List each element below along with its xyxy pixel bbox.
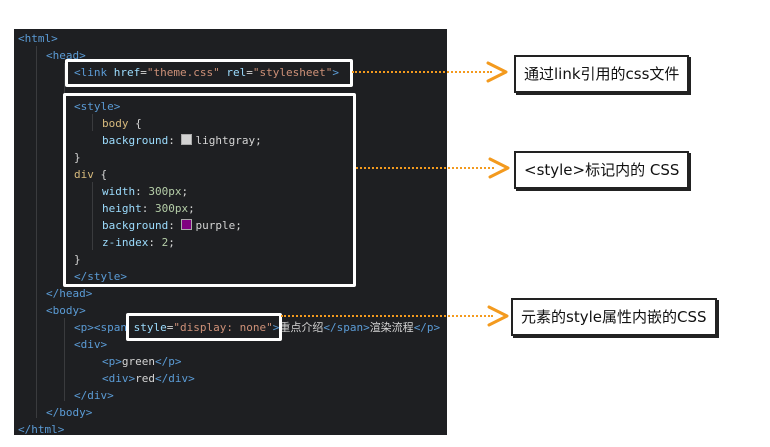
code-line: <link href="theme.css" rel="stylesheet"> [74,64,339,81]
code-token: : [141,202,155,215]
link-css-callout: 通过link引用的css文件 [514,55,690,93]
color-swatch-icon [181,219,193,230]
code-token: <link [74,66,114,79]
code-token: > [332,66,339,79]
code-line: <style> [74,98,120,115]
code-line: div { [74,166,107,183]
code-token: "display: none" [173,321,273,334]
code-token: { [93,168,108,181]
code-token: </div> [155,372,195,385]
code-line: width: 300px; [102,183,188,200]
link-arrow-line [352,71,492,73]
code-line: <p>green</p> [102,353,182,370]
code-token: ; [188,202,195,215]
code-token: : [168,219,182,232]
code-token: <style> [74,100,121,113]
code-token: 重点介绍 [279,321,324,334]
code-line: <html> [18,30,58,47]
code-token: : [135,185,149,198]
code-token: <head> [46,49,86,62]
code-token: width [102,185,136,198]
code-line: } [74,251,81,268]
code-token: = [166,321,174,334]
code-token: 300px [155,202,189,215]
code-line: <body> [46,302,86,319]
code-token: <div> [74,338,108,351]
style-arrow-line [356,167,494,169]
indent-guide [64,318,65,401]
code-token: </div> [74,389,114,402]
code-line: <div>red</div> [102,370,195,387]
link-highlight-box [65,59,353,87]
code-token: style [133,321,167,334]
indent-guide [92,114,93,131]
code-token: </head> [46,287,93,300]
code-token: <body> [46,304,86,317]
inline-style-highlight-box [126,313,282,341]
code-line: } [74,149,81,166]
code-line: background: lightgray; [102,132,262,149]
code-line: <p><span style="display: none">重点介绍</spa… [74,319,440,336]
code-line: </body> [46,404,92,421]
code-token: "stylesheet" [252,66,333,79]
code-token: 2 [161,236,169,249]
code-token: rel [219,66,247,79]
code-token: 300px [148,185,182,198]
style-highlight-box [63,93,356,287]
code-line: </html> [18,421,64,435]
style-arrow-head [488,157,510,179]
code-token: background [102,134,169,147]
code-token: <p><span [74,321,134,334]
code-token: } [74,151,81,164]
code-token: : [148,236,162,249]
code-token: body [102,117,129,130]
code-token: = [246,66,253,79]
code-token: { [128,117,142,130]
code-token: z-index [102,236,149,249]
code-token: </span> [323,321,370,334]
code-token: </p> [413,321,441,334]
code-token: </p> [155,355,182,368]
code-line: height: 300px; [102,200,195,217]
code-token: } [74,253,81,266]
code-token: : [168,134,182,147]
code-line: </div> [74,387,114,404]
code-line: z-index: 2; [102,234,175,251]
code-token: div [74,168,94,181]
code-line: <div> [74,336,107,353]
code-editor: <html><head><link href="theme.css" rel="… [14,29,447,435]
indent-guide [36,46,37,418]
code-token: <html> [18,32,58,45]
code-token: purple; [195,219,242,232]
code-token: 渲染流程 [369,321,414,334]
code-token: <p> [102,355,122,368]
code-line: </head> [46,285,92,302]
code-token: = [140,66,147,79]
code-token: green [121,355,155,368]
code-token: lightgray; [195,134,262,147]
code-line: body { [102,115,142,132]
code-token: href [113,66,141,79]
style-tag-css-callout: <style>标记内的 CSS [514,151,690,189]
inline-arrow-head [487,305,509,327]
code-token: background [102,219,169,232]
code-token: ; [181,185,189,198]
code-token: height [102,202,142,215]
code-line: background: purple; [102,217,242,234]
code-token: </body> [46,406,93,419]
code-token: > [272,321,280,334]
code-token: <div> [102,372,136,385]
code-line: </style> [74,268,127,285]
code-line: <head> [46,47,86,64]
code-token: </style> [74,270,127,283]
code-token: ; [168,236,175,249]
code-token: red [135,372,155,385]
code-token: "theme.css" [146,66,220,79]
indent-guide [92,182,93,250]
inline-arrow-line [281,315,493,317]
link-arrow-head [486,61,508,83]
code-token: </html> [18,423,65,435]
inline-style-css-callout: 元素的style属性内嵌的CSS [511,298,717,336]
color-swatch-icon [181,134,193,145]
